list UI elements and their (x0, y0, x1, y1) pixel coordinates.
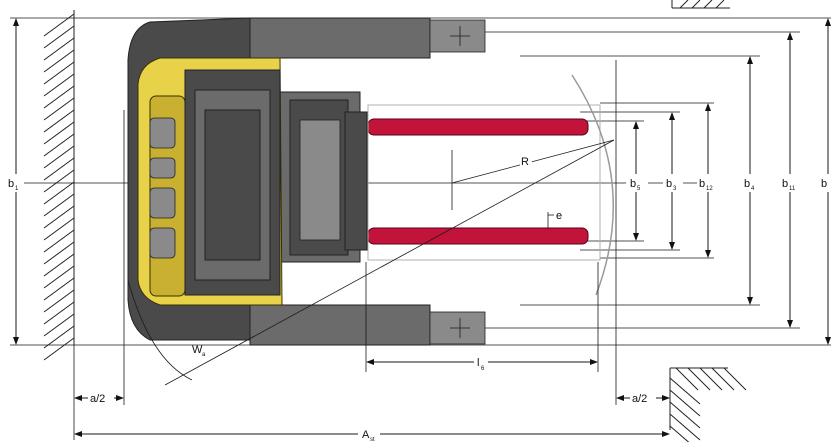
label-b4: b (744, 178, 750, 190)
right-wall-hatch (669, 367, 747, 442)
hatch-stroke (43, 25, 75, 49)
label-l6: l (477, 357, 479, 369)
hatch-stroke (43, 61, 75, 85)
left-wall-hatch (43, 10, 75, 361)
hatch-stroke (711, 367, 735, 391)
hatch-stroke (669, 401, 701, 429)
label-b3: b (666, 178, 672, 190)
label-b1: b (8, 178, 14, 190)
label-b11: b (782, 178, 788, 190)
svg-text:11: 11 (789, 186, 796, 192)
label-a2-right: a/2 (632, 393, 647, 405)
overhead-guard (137, 57, 283, 306)
label-b5: b (630, 178, 636, 190)
hatch-stroke (669, 377, 701, 405)
svg-text:3: 3 (673, 186, 677, 192)
hatch-stroke (43, 109, 75, 133)
hatch-stroke (43, 337, 75, 361)
hatch-stroke (43, 121, 75, 145)
label-b: b (821, 178, 827, 190)
hatch-stroke (43, 85, 75, 109)
hatch-stroke (43, 73, 75, 97)
svg-text:6: 6 (481, 366, 485, 372)
hatch-stroke (43, 205, 75, 229)
svg-text:4: 4 (751, 186, 755, 192)
hatch-stroke (43, 37, 75, 61)
hatch-stroke (43, 265, 75, 289)
label-b12: b (699, 178, 705, 190)
hatch-stroke (43, 193, 75, 217)
hatch-stroke (669, 389, 701, 417)
hatch-stroke (669, 425, 690, 442)
hatch-stroke (43, 13, 75, 37)
svg-text:5: 5 (637, 186, 641, 192)
label-a2-left: a/2 (90, 393, 105, 405)
hatch-stroke (43, 277, 75, 301)
svg-text:12: 12 (706, 186, 713, 192)
hatch-stroke (675, 367, 699, 391)
svg-text:a: a (202, 352, 206, 358)
hatch-stroke (43, 181, 75, 205)
hatch-stroke (43, 301, 75, 325)
hatch-stroke (43, 313, 75, 337)
hatch-stroke (43, 253, 75, 277)
hatch-stroke (43, 325, 75, 349)
svg-text:st: st (370, 437, 375, 442)
forks (367, 118, 589, 245)
dimension-labels: b 1 b 5 b 3 b 12 b 4 b 11 b R e W a l 6 … (4, 154, 831, 442)
hatch-stroke (43, 217, 75, 241)
hatch-stroke (43, 49, 75, 73)
hatch-stroke (43, 133, 75, 157)
hatch-stroke (687, 367, 711, 391)
hatch-stroke (43, 289, 75, 313)
hatch-stroke (43, 97, 75, 121)
label-R: R (521, 156, 529, 168)
hatch-stroke (699, 367, 723, 391)
hatch-stroke (43, 157, 75, 181)
label-Wa: W (192, 344, 203, 356)
hatch-stroke (43, 145, 75, 169)
hatch-stroke (723, 367, 747, 391)
svg-text:1: 1 (15, 186, 19, 192)
hatch-stroke (43, 241, 75, 265)
load-outline (367, 74, 614, 296)
hatch-stroke (669, 413, 701, 441)
construction-lines (127, 139, 615, 386)
hatch-stroke (43, 229, 75, 253)
hatch-stroke (43, 169, 75, 193)
label-Ast: A (362, 429, 370, 441)
label-e: e (556, 210, 562, 222)
top-right-wall-fragment (671, 0, 730, 9)
